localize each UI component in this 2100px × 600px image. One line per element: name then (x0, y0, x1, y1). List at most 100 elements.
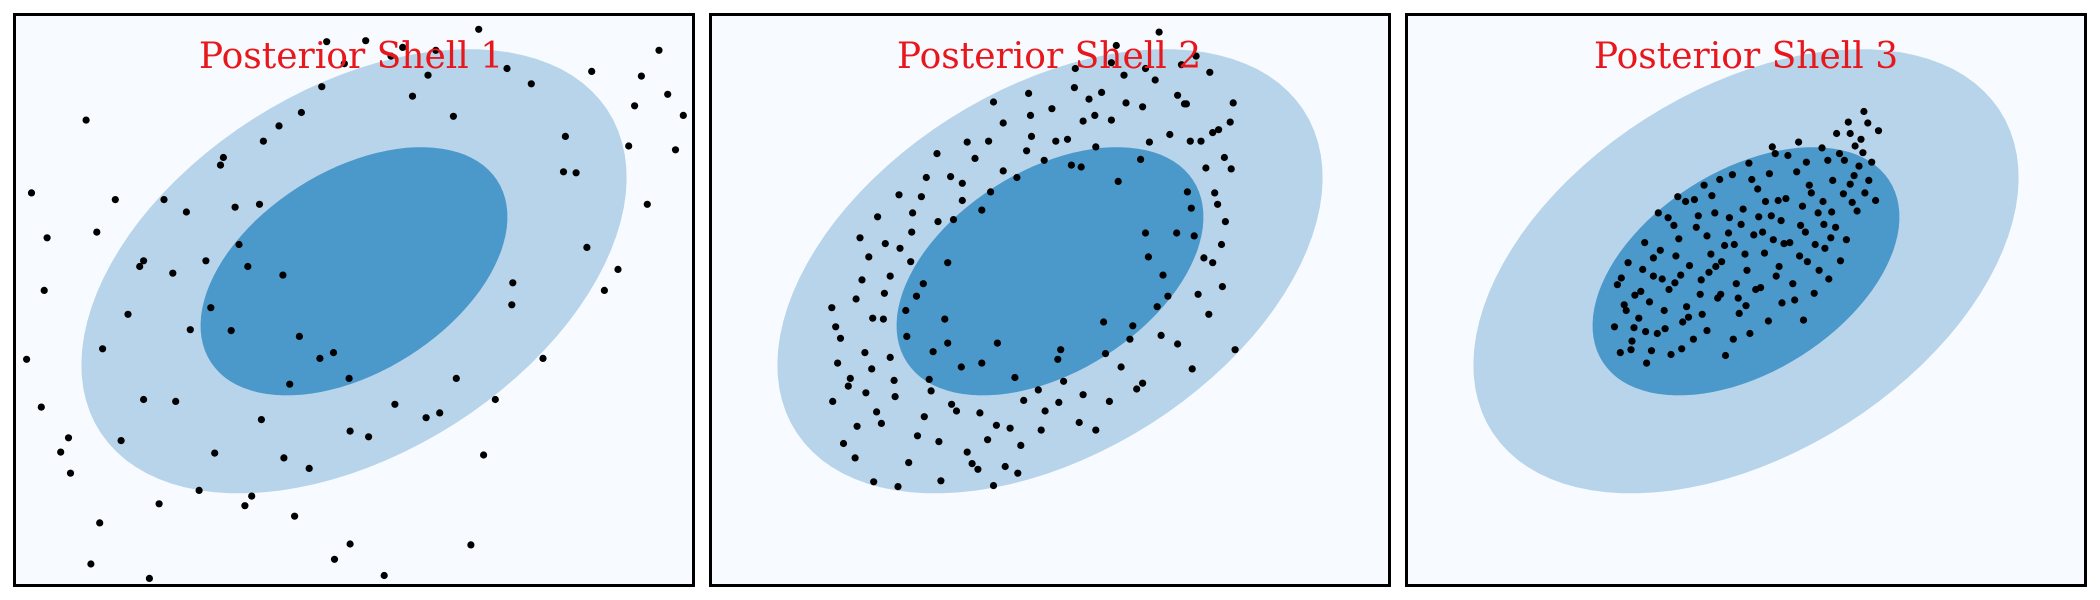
scatter-point (637, 72, 646, 80)
scatter-point (839, 439, 848, 448)
scatter-point (1627, 346, 1635, 354)
scatter-point (491, 395, 499, 404)
scatter-point (1661, 325, 1669, 333)
scatter-point (124, 310, 132, 318)
scatter-point (380, 571, 388, 580)
panel-3: Posterior Shell 3 (1405, 13, 2087, 587)
scatter-point (1122, 99, 1130, 107)
scatter-point (886, 272, 894, 280)
scatter-point (1778, 299, 1786, 307)
panel-title: Posterior Shell 2 (897, 36, 1201, 77)
scatter-point (1098, 88, 1106, 96)
scatter-point (1067, 161, 1075, 169)
scatter-point (1060, 377, 1068, 385)
scatter-point (1635, 314, 1643, 322)
scatter-point (947, 173, 955, 181)
scatter-point (1141, 229, 1150, 237)
scatter-point (1092, 143, 1100, 151)
scatter-point (1139, 103, 1147, 111)
scatter-point (1728, 171, 1736, 179)
scatter-point (1192, 52, 1200, 60)
scatter-point (1820, 220, 1828, 228)
scatter-point (96, 519, 104, 527)
scatter-point (1789, 280, 1797, 288)
scatter-point (1793, 168, 1801, 176)
scatter-point (1001, 462, 1009, 471)
scatter-point (1694, 212, 1702, 220)
scatter-point (1864, 119, 1872, 127)
scatter-point (1126, 335, 1134, 343)
scatter-point (169, 269, 177, 277)
scatter-point (155, 500, 163, 508)
scatter-point (1827, 234, 1835, 242)
scatter-point (160, 196, 168, 204)
scatter-point (1775, 262, 1783, 271)
scatter-point (1660, 306, 1668, 315)
scatter-point (1711, 209, 1719, 217)
scatter-point (858, 276, 866, 284)
scatter-point (1697, 276, 1705, 284)
scatter-point (1040, 156, 1048, 164)
scatter-point (1786, 239, 1794, 247)
scatter-point (1112, 41, 1120, 50)
scatter-point (211, 449, 219, 457)
scatter-point (1682, 197, 1690, 206)
scatter-point (1743, 266, 1751, 274)
scatter-point (1070, 84, 1078, 92)
scatter-points (23, 25, 687, 583)
scatter-point (1200, 254, 1208, 262)
scatter-points (828, 28, 1239, 491)
scatter-point (1025, 89, 1033, 97)
scatter-point (828, 304, 836, 312)
scatter-point (844, 382, 852, 390)
scatter-point (937, 477, 945, 485)
scatter-point (851, 454, 859, 462)
scatter-point (583, 243, 591, 251)
scatter-point (1155, 28, 1163, 36)
scatter-point (202, 257, 210, 265)
scatter-point (912, 292, 921, 300)
scatter-point (1617, 274, 1625, 282)
scatter-point (1117, 363, 1125, 371)
scatter-point (1654, 209, 1662, 217)
scatter-point (993, 339, 1001, 347)
scatter-point (895, 191, 903, 199)
scatter-point (846, 374, 854, 382)
scatter-point (1020, 396, 1028, 404)
scatter-point (909, 209, 917, 217)
scatter-point (1850, 172, 1858, 180)
scatter-point (1114, 177, 1122, 185)
scatter-point (1814, 209, 1822, 217)
scatter-point (275, 122, 283, 130)
scatter-point (1703, 232, 1711, 240)
scatter-point (1684, 313, 1693, 321)
scatter-point (1805, 181, 1813, 189)
scatter-point (1742, 302, 1750, 310)
scatter-point (1851, 142, 1859, 150)
scatter-point (908, 228, 916, 236)
scatter-point (561, 132, 570, 140)
scatter-point (1772, 272, 1780, 280)
scatter-point (330, 555, 339, 563)
scatter-point (1708, 192, 1716, 200)
scatter-point (1819, 197, 1827, 206)
scatter-point (1017, 441, 1025, 449)
scatter-point (1750, 231, 1758, 239)
scatter-point (1129, 322, 1137, 330)
scatter-point (1799, 316, 1808, 324)
scatter-point (1835, 150, 1844, 158)
scatter-point (1741, 250, 1749, 258)
scatter-point (1182, 100, 1190, 108)
scatter-point (907, 258, 915, 266)
scatter-point (989, 98, 998, 106)
scatter-point (1685, 262, 1694, 270)
scatter-point (1780, 240, 1788, 248)
scatter-point (1765, 170, 1773, 178)
scatter-point (1705, 268, 1713, 276)
scatter-point (1796, 252, 1804, 260)
scatter-point (944, 339, 952, 347)
scatter-point (985, 137, 993, 145)
scatter-point (1091, 111, 1099, 119)
scatter-point (1105, 397, 1113, 405)
scatter-point (1214, 200, 1222, 208)
